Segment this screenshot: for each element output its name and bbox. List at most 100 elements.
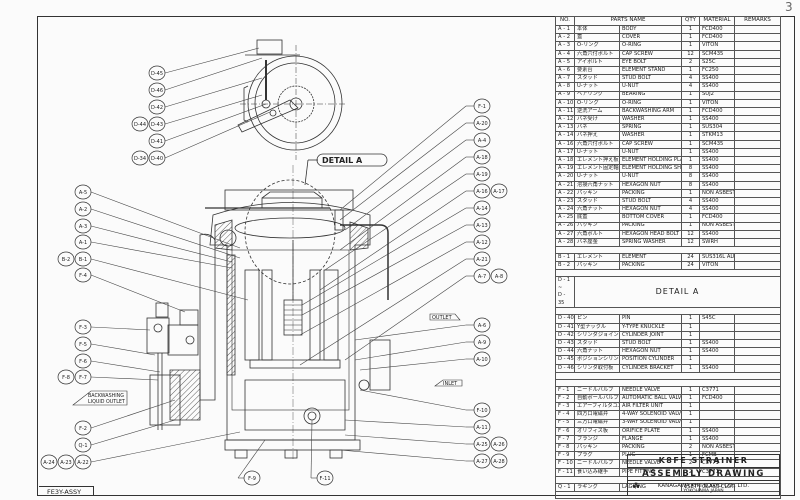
callout-bubble: A-28 bbox=[490, 453, 508, 469]
part-name-en: BEARING bbox=[618, 90, 683, 100]
part-remarks bbox=[734, 106, 782, 117]
part-name-jp: エアーフィルタユニット bbox=[574, 402, 620, 412]
callout-bubble: F-9 bbox=[243, 470, 261, 486]
part-qty: 4 bbox=[681, 196, 701, 207]
part-name-jp: ベアリング bbox=[574, 90, 620, 100]
part-name-en: NEEDLE VALVE bbox=[618, 385, 683, 395]
callout-label: A-5 bbox=[79, 190, 87, 196]
callout-label: A-9 bbox=[478, 340, 486, 346]
part-name-jp: エレメント固定軸 bbox=[574, 164, 620, 174]
callout-bubble: A-25 bbox=[473, 436, 491, 452]
part-qty: 8 bbox=[681, 172, 701, 182]
drawing-type: ASSEMBLY DRAWING bbox=[628, 468, 779, 481]
part-remarks bbox=[734, 82, 782, 92]
part-remarks bbox=[734, 147, 782, 158]
part-name-en: O-RING bbox=[618, 98, 683, 108]
leader-line bbox=[359, 358, 467, 371]
part-remarks bbox=[734, 164, 782, 174]
part-qty: 1 bbox=[681, 41, 701, 51]
part-qty: 12 bbox=[681, 49, 701, 59]
part-name-en: STUD BOLT bbox=[618, 196, 683, 207]
part-no: A - 11 bbox=[555, 106, 575, 117]
part-material: NON ASBESTOS bbox=[699, 221, 736, 231]
part-no: A - 16 bbox=[555, 139, 575, 149]
part-material bbox=[699, 410, 736, 420]
part-name-jp: シリンダジョイント bbox=[574, 330, 620, 341]
part-remarks bbox=[734, 355, 782, 365]
part-remarks bbox=[734, 98, 782, 108]
leader-line bbox=[90, 258, 249, 301]
part-name-en: ORIFICE PLATE bbox=[618, 426, 683, 436]
part-remarks bbox=[734, 322, 782, 332]
part-material: STKM13 bbox=[699, 131, 736, 141]
part-name-jp: バネ受け bbox=[574, 115, 620, 125]
part-remarks bbox=[734, 338, 782, 349]
part-material bbox=[699, 355, 736, 365]
part-no: F - 7 bbox=[555, 434, 575, 445]
part-name-jp: O-リング bbox=[574, 41, 620, 51]
part-no: A - 17 bbox=[555, 147, 575, 158]
part-qty: 1 bbox=[681, 363, 701, 373]
callout-label: F-6 bbox=[79, 359, 87, 365]
callout-bubble: A-21 bbox=[473, 251, 491, 267]
part-name-jp: 六角穴付ボルト bbox=[574, 139, 620, 149]
part-name-en: ELEMENT STAND bbox=[618, 65, 683, 76]
callout-bubble: A-7 bbox=[473, 268, 491, 284]
part-name-en: BACKWASHING ARM bbox=[618, 106, 683, 117]
part-name-jp: ピン bbox=[574, 314, 620, 324]
part-no: A - 5 bbox=[555, 57, 575, 67]
leader-line bbox=[359, 389, 467, 411]
part-no: A - 21 bbox=[555, 180, 575, 190]
part-name-en: PIPE FITTING bbox=[618, 467, 683, 477]
part-name-en: FLANGE bbox=[618, 434, 683, 445]
part-name-en: BOTTOM COVER bbox=[618, 213, 683, 223]
part-name-jp: フランジ bbox=[574, 434, 620, 445]
part-qty: 1 bbox=[681, 188, 701, 198]
part-material: S45C bbox=[699, 314, 736, 324]
part-no: F - 1 bbox=[555, 385, 575, 395]
part-qty: 1 bbox=[681, 123, 701, 133]
part-name-jp: オリフィス板 bbox=[574, 426, 620, 436]
backwash-outlet-label-1: BACKWASHING bbox=[88, 393, 124, 399]
part-name-en: PACKING bbox=[618, 261, 683, 271]
callout-label: D-45 bbox=[151, 71, 163, 77]
part-name-en: STUD BOLT bbox=[618, 74, 683, 84]
part-name-jp: パッキン bbox=[574, 221, 620, 231]
part-name-jp: 六角ナット bbox=[574, 205, 620, 215]
callout-bubble: A-5 bbox=[74, 184, 92, 200]
leader-line bbox=[344, 419, 467, 428]
callout-bubble: F-5 bbox=[74, 336, 92, 352]
parts-list-table: NO. PARTS NAME QTY MATERIAL REMARKS A - … bbox=[554, 16, 782, 499]
leader-line bbox=[90, 419, 176, 446]
callout-label: A-19 bbox=[476, 172, 487, 178]
part-no: D - 40 bbox=[555, 314, 575, 324]
callout-bubble: F-4 bbox=[74, 267, 92, 283]
part-name-en: Y-TYPE KNUCKLE bbox=[618, 322, 683, 332]
leader-line bbox=[344, 139, 467, 231]
callout-bubble: A-26 bbox=[490, 436, 508, 452]
part-name-jp: シリンダ取付板 bbox=[574, 363, 620, 373]
part-remarks bbox=[734, 90, 782, 100]
part-remarks bbox=[734, 131, 782, 141]
part-name-jp: スタッド bbox=[574, 196, 620, 207]
part-qty: 1 bbox=[681, 434, 701, 445]
strainer-body bbox=[146, 165, 391, 460]
part-qty: 1 bbox=[681, 410, 701, 420]
part-name-jp: 六角ボルト bbox=[574, 229, 620, 239]
part-no: A - 23 bbox=[555, 196, 575, 207]
header-parts-name: PARTS NAME bbox=[573, 16, 683, 26]
parts-table-header: NO. PARTS NAME QTY MATERIAL REMARKS bbox=[555, 16, 782, 26]
leader-line bbox=[339, 449, 467, 462]
part-no: F - 6 bbox=[555, 426, 575, 436]
leader-line bbox=[164, 111, 271, 159]
